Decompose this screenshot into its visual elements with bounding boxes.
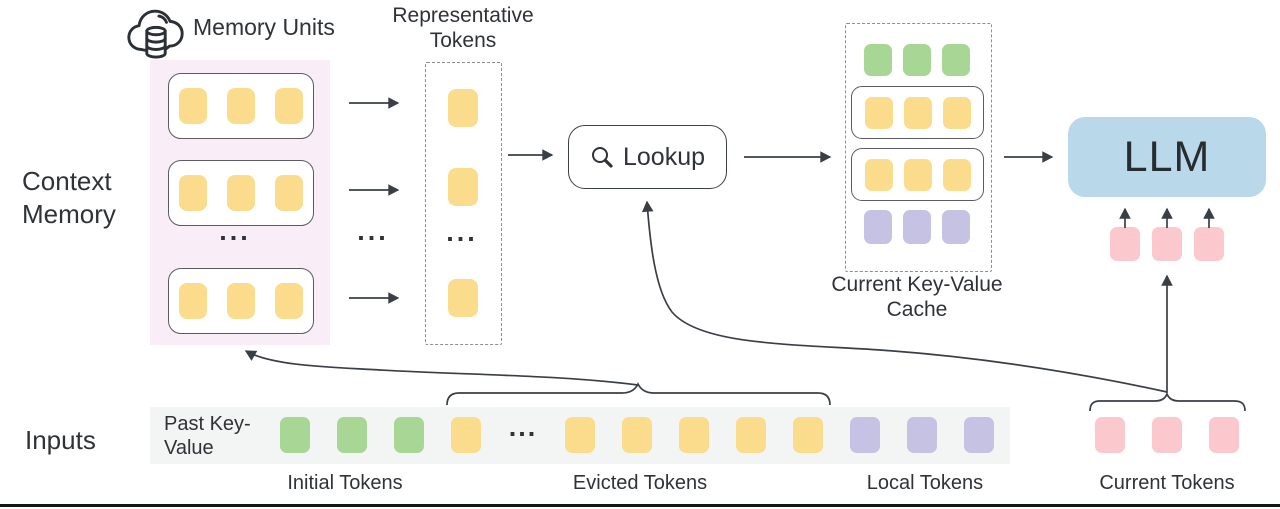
memory-units-label: Memory Units	[193, 14, 335, 40]
token-yellow	[179, 175, 207, 211]
current-kv-cache-label: Current Key-Value Cache	[831, 273, 1003, 321]
memory-panel-ellipsis: ...	[219, 216, 251, 246]
token-purple	[941, 210, 970, 244]
inputs-label: Inputs	[25, 425, 96, 455]
token-yellow	[736, 417, 766, 453]
kv-memory-unit	[851, 148, 984, 201]
llm-input-token-pink	[1194, 227, 1224, 261]
token-yellow	[227, 283, 255, 319]
llm-input-token-pink	[1110, 227, 1140, 261]
context-memory-label: Context Memory	[22, 166, 116, 230]
representative-tokens-label: Representative Tokens	[392, 4, 534, 52]
current-tokens-label: Current Tokens	[1099, 472, 1235, 494]
token-yellow	[275, 88, 303, 124]
token-green	[337, 417, 367, 453]
token-green	[863, 44, 892, 76]
llm-label: LLM	[1123, 132, 1211, 181]
lookup-label: Lookup	[622, 142, 706, 171]
kv-row-initial	[846, 44, 987, 76]
evicted-tokens-label: Evicted Tokens	[572, 472, 708, 494]
token-yellow	[864, 158, 893, 191]
kv-row-local	[846, 210, 987, 244]
figure-bottom-rule	[0, 504, 1280, 507]
token-yellow	[275, 175, 303, 211]
past-kv-tokens: ...	[280, 411, 994, 453]
token-green	[280, 417, 310, 453]
token-yellow	[451, 417, 481, 453]
brace-current-tokens	[1089, 391, 1246, 412]
token-yellow	[903, 96, 932, 129]
initial-tokens-label: Initial Tokens	[287, 472, 403, 494]
current-token-pink	[1152, 417, 1182, 453]
token-yellow	[179, 283, 207, 319]
current-token-pink	[1209, 417, 1239, 453]
local-tokens-label: Local Tokens	[866, 472, 984, 494]
token-yellow	[179, 88, 207, 124]
token-yellow	[275, 283, 303, 319]
current-kv-cache-box	[845, 23, 992, 272]
token-yellow	[227, 175, 255, 211]
token-yellow	[565, 417, 595, 453]
memory-unit	[168, 268, 314, 334]
token-purple	[902, 210, 931, 244]
arrow-evicted-to-context-memory	[244, 350, 639, 386]
token-purple	[850, 417, 880, 453]
past-key-value-label: Past Key-Value	[164, 413, 251, 459]
token-green	[902, 44, 931, 76]
token-yellow	[448, 168, 478, 206]
token-purple	[907, 417, 937, 453]
representative-ellipsis: ...	[446, 217, 478, 247]
brace-evicted-tokens	[446, 382, 831, 406]
search-icon	[591, 147, 613, 168]
token-yellow	[793, 417, 823, 453]
token-yellow	[622, 417, 652, 453]
between-ellipsis: ...	[357, 216, 389, 246]
token-purple	[863, 210, 892, 244]
context-memory-panel: ...	[150, 60, 330, 345]
cloud-database-icon	[127, 9, 184, 59]
memory-unit	[168, 160, 314, 226]
memory-unit	[168, 73, 314, 139]
token-yellow	[864, 96, 893, 129]
lookup-button: Lookup	[568, 125, 727, 189]
llm-input-token-pink	[1152, 227, 1182, 261]
token-purple	[964, 417, 994, 453]
current-token-pink	[1095, 417, 1125, 453]
token-green	[941, 44, 970, 76]
token-yellow	[227, 88, 255, 124]
token-yellow	[903, 158, 932, 191]
token-yellow	[942, 158, 971, 191]
token-yellow	[448, 89, 478, 127]
token-yellow	[448, 279, 478, 317]
token-green	[394, 417, 424, 453]
llm-box: LLM	[1068, 117, 1266, 197]
token-yellow	[679, 417, 709, 453]
strip-ellipsis: ...	[508, 411, 538, 442]
kv-memory-unit	[851, 86, 984, 139]
representative-tokens-box: ...	[425, 62, 502, 345]
token-yellow	[942, 96, 971, 129]
